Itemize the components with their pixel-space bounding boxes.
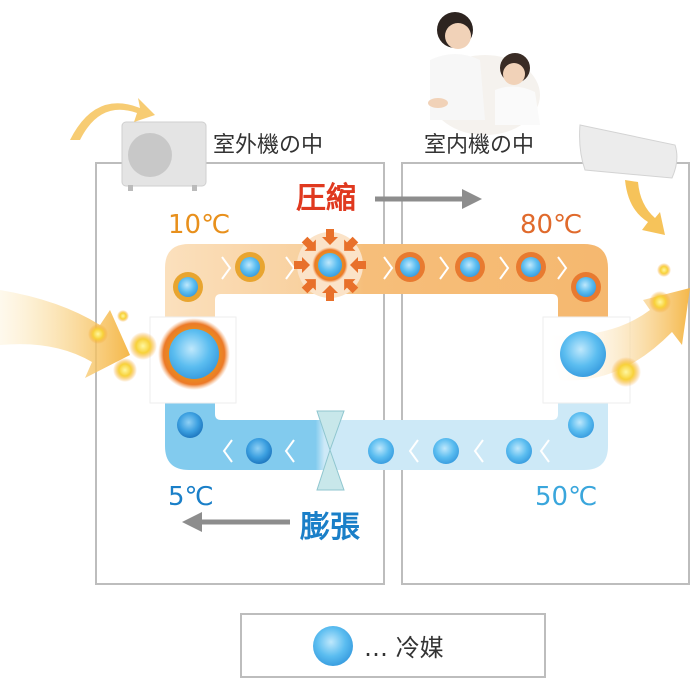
outdoor-unit-icon xyxy=(121,121,207,191)
flow-chevron-icon xyxy=(557,256,568,280)
outdoor-unit-box xyxy=(95,162,385,585)
expansion-valve-icon xyxy=(316,410,345,491)
indoor-ac-icon xyxy=(579,124,678,179)
compress-label: 圧縮 xyxy=(296,181,356,216)
heat-particle xyxy=(657,263,671,277)
refrigerant-ball xyxy=(240,257,260,277)
heat-particle xyxy=(88,324,108,344)
hot-refrigerant-pipe xyxy=(165,244,608,318)
temp-after-expand: 5℃ xyxy=(168,482,214,512)
flow-chevron-icon xyxy=(221,256,232,280)
legend-label: … 冷媒 xyxy=(364,634,444,662)
refrigerant-ball xyxy=(169,329,219,379)
indoor-unit-title: 室内機の中 xyxy=(424,133,534,158)
compressor-icon xyxy=(294,229,366,301)
flow-chevron-icon xyxy=(383,256,394,280)
compression-arrow-icon xyxy=(322,285,338,301)
refrigerant-ball xyxy=(576,277,596,297)
refrigerant-ball xyxy=(433,438,459,464)
flow-chevron-icon xyxy=(439,256,450,280)
outdoor-unit-title: 室外機の中 xyxy=(213,133,323,158)
compression-arrow-icon xyxy=(350,257,366,273)
heat-particle xyxy=(129,332,157,360)
temp-after-compress: 80℃ xyxy=(520,210,582,240)
refrigerant-ball xyxy=(177,412,203,438)
temp-before-compress: 10℃ xyxy=(168,210,230,240)
legend: … 冷媒 xyxy=(240,613,546,678)
refrigerant-ball xyxy=(178,277,198,297)
refrigerant-ball xyxy=(506,438,532,464)
compression-arrow-icon xyxy=(322,229,338,245)
refrigerant-ball xyxy=(568,412,594,438)
heat-intake-arrow-top xyxy=(70,98,155,140)
indoor-unit-box xyxy=(401,162,690,585)
warm-air-arrow xyxy=(625,180,665,235)
compression-arrow-icon xyxy=(344,279,359,294)
heat-particle xyxy=(117,310,129,322)
refrigerant-ball xyxy=(368,438,394,464)
refrigerant-ball xyxy=(560,331,606,377)
refrigerant-ball xyxy=(246,438,272,464)
heat-particle xyxy=(649,291,671,313)
refrigerant-ball xyxy=(521,257,541,277)
flow-chevron-icon xyxy=(473,439,484,463)
heat-particle xyxy=(113,358,137,382)
flow-chevron-icon xyxy=(222,439,233,463)
compression-arrow-icon xyxy=(301,279,316,294)
flow-chevron-icon xyxy=(499,256,510,280)
compression-arrow-icon xyxy=(301,236,316,251)
compression-arrow-icon xyxy=(294,257,310,273)
refrigerant-ball xyxy=(400,257,420,277)
compression-arrow-icon xyxy=(344,236,359,251)
flow-chevron-icon xyxy=(284,439,295,463)
flow-chevron-icon xyxy=(539,439,550,463)
expand-label: 膨張 xyxy=(300,510,360,545)
legend-refrigerant-icon xyxy=(313,626,353,666)
flow-chevron-icon xyxy=(408,439,419,463)
heat-intake-arrow xyxy=(0,290,130,378)
refrigerant-ball xyxy=(460,257,480,277)
cold-refrigerant-pipe xyxy=(165,403,608,470)
temp-before-expand: 50℃ xyxy=(535,482,597,512)
heat-particle xyxy=(611,357,641,387)
family-photo xyxy=(428,12,540,135)
